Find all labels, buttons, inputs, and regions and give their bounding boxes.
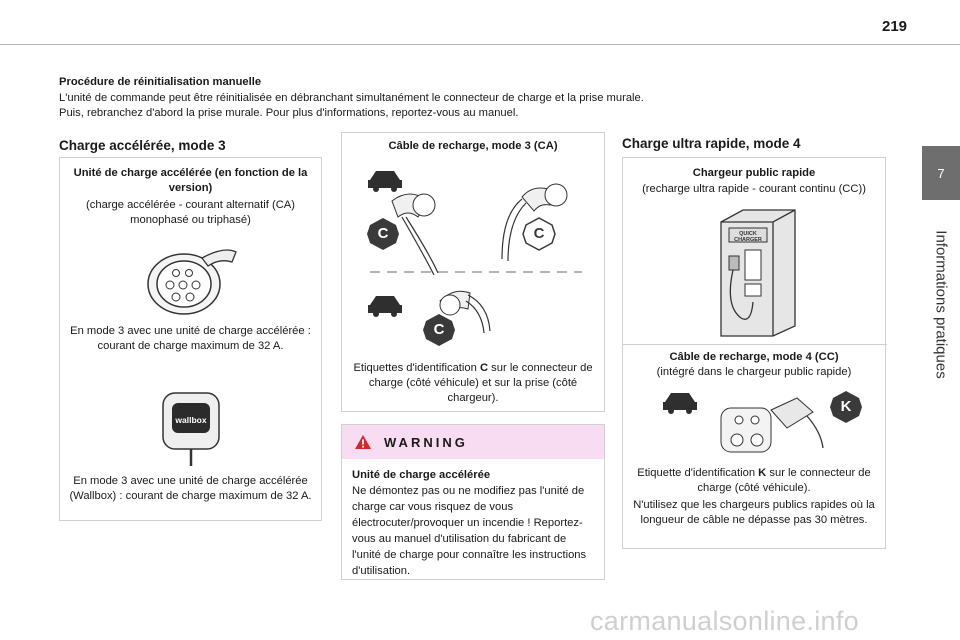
intro-line-1: L'unité de commande peut être réinitiali… — [59, 91, 644, 104]
page-number: 219 — [882, 18, 908, 35]
mode4-box: Chargeur public rapide (recharge ultra r… — [622, 157, 887, 549]
top-divider — [0, 44, 960, 45]
badge-c-label: C — [377, 225, 389, 242]
mode4-charger-title: Chargeur public rapide — [692, 167, 816, 179]
warning-heading: Unité de charge accélérée — [352, 469, 491, 481]
mode3-unit-subtitle: (charge accélérée - courant alternatif (… — [86, 199, 295, 227]
badge-k-label: K — [840, 398, 852, 415]
dc-connector-illustration — [663, 393, 824, 453]
mode3-box: Unité de charge accélérée (en fonction d… — [59, 157, 322, 521]
badge-c-icon-2 — [423, 314, 455, 346]
mode3-title: Charge accélérée, mode 3 — [59, 138, 226, 153]
mode4-charger-subtitle: (recharge ultra rapide - courant continu… — [642, 183, 866, 195]
mode3-unit-title: Unité de charge accélérée (en fonction d… — [73, 167, 308, 195]
cable3-title: Câble de recharge, mode 3 (CA) — [388, 140, 558, 152]
car-icon — [368, 171, 402, 192]
intro-heading: Procédure de réinitialisation manuelle — [59, 76, 262, 88]
mode4-caption-2: N'utilisez que les chargeurs publics rap… — [633, 499, 875, 527]
cable3-box: Câble de recharge, mode 3 (CA) C C C — [341, 132, 605, 412]
chapter-number: 7 — [937, 165, 945, 181]
badge-c-outline-label: C — [533, 225, 545, 242]
mode4-caption: Etiquette d'identification K sur le conn… — [637, 467, 871, 495]
socket-icon — [147, 249, 237, 315]
warning-box: WARNING Unité de charge accélérée Ne dém… — [341, 424, 605, 580]
watermark: carmanualsonline.info — [590, 606, 859, 636]
badge-c-outline-icon — [522, 217, 556, 251]
mode4-divider — [623, 344, 887, 345]
wallbox-logo: wallbox — [175, 415, 207, 425]
mode3-caption-1: En mode 3 avec une unité de charge accél… — [70, 325, 311, 353]
intro-line-2: Puis, rebranchez d'abord la prise murale… — [59, 107, 519, 119]
cable3-caption: Etiquettes d'identification C sur le con… — [353, 362, 593, 405]
badge-c-label-2: C — [433, 321, 445, 338]
mode4-title: Charge ultra rapide, mode 4 — [622, 136, 801, 151]
quick-charger-icon — [720, 209, 796, 337]
mode4-cable-title: Câble de recharge, mode 4 (CC) — [669, 351, 839, 363]
badge-c-icon — [367, 218, 399, 250]
badge-k-icon — [830, 391, 862, 423]
car-icon-3 — [663, 393, 697, 414]
cable3-illustration — [368, 171, 582, 334]
warning-header: WARNING — [342, 425, 604, 459]
quick-charger-label: QUICK CHARGER — [734, 231, 762, 243]
mode3-caption-2: En mode 3 avec une unité de charge accél… — [69, 475, 312, 503]
car-icon-2 — [368, 296, 402, 317]
warning-text: Ne démontez pas ou ne modifiez pas l'uni… — [352, 485, 587, 577]
mode4-cable-subtitle: (intégré dans le chargeur public rapide) — [656, 366, 852, 378]
intro-block: Procédure de réinitialisation manuelle L… — [59, 75, 759, 122]
warning-title: WARNING — [384, 434, 468, 450]
warning-icon — [355, 435, 371, 449]
chapter-title: Informations pratiques — [932, 229, 950, 379]
wallbox-icon — [162, 392, 220, 466]
chapter-tab[interactable]: 7 — [922, 146, 960, 200]
